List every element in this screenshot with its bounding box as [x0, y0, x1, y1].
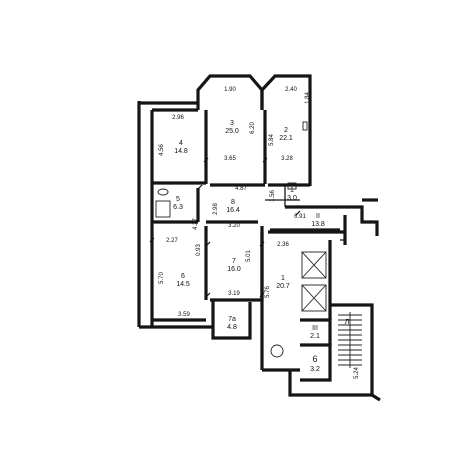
room-4-area: 14.8: [174, 148, 188, 155]
room-II-number: II: [316, 213, 320, 220]
room-III-number: III: [312, 325, 318, 332]
room-5-number: 5: [176, 196, 180, 203]
dim-1-84: 1.84: [305, 92, 311, 104]
dim-2-98: 2.98: [213, 203, 219, 215]
dim-5-84: 5.84: [269, 134, 275, 146]
wall-stair-box: [330, 303, 374, 395]
dim-3-20: 3.20: [228, 223, 240, 229]
room-1-small-number: 1: [290, 187, 294, 194]
elevator-cross-2: [301, 284, 327, 312]
dim-3-19: 3.19: [228, 291, 240, 297]
room-4-number: 4: [179, 140, 183, 147]
garbage-chute-icon: [270, 344, 284, 358]
room-2-number: 2: [284, 127, 288, 134]
elevator-cross-1: [301, 251, 327, 279]
wall-room6-small: [300, 343, 332, 382]
room-8-area: 16.4: [226, 207, 240, 214]
room-III-area: 2.1: [310, 333, 320, 340]
dim-4-87: 4.87: [235, 186, 247, 192]
sink-icon: [157, 188, 169, 196]
dim-3-59: 3.59: [178, 312, 190, 318]
dim-2-96: 2.96: [172, 115, 184, 121]
dim-2-36: 2.36: [277, 242, 289, 248]
dim-1-90: 1.90: [224, 87, 236, 93]
dim-6-91: 6.91: [294, 214, 306, 220]
elevator-shaft-2-icon: [301, 284, 327, 312]
window-marker-icon: [302, 121, 308, 131]
wall-III: [300, 318, 332, 345]
room-1-number: 1: [281, 275, 285, 282]
room-6-number: 6: [181, 273, 185, 280]
room-5-area: 6.3: [173, 204, 183, 211]
room-II-area: 13.8: [311, 221, 325, 228]
dim-3-28: 3.28: [281, 156, 293, 162]
dim-0-93: 0.93: [196, 244, 202, 256]
room-1-small-area: 3.0: [287, 195, 297, 202]
staircase: Л: [338, 312, 362, 368]
dim-5-70: 5.70: [159, 272, 165, 284]
room-6-small-area: 3.2: [310, 366, 320, 373]
dim-1-56: 1.56: [270, 190, 276, 202]
wall-bottom-6: [288, 370, 372, 397]
dimension-labels: 1.90 2.40 1.84 2.96 4.56 6.20 3.65 5.84 …: [159, 87, 360, 379]
room-3-area: 25.0: [225, 128, 239, 135]
room-7a-area: 4.8: [227, 324, 237, 331]
wall-II-top: [285, 205, 379, 236]
room-8-number: 8: [231, 199, 235, 206]
walls: [137, 74, 381, 402]
bay-window-room2: [260, 74, 312, 186]
wall-room7a: [211, 300, 252, 340]
room-7-number: 7: [232, 258, 236, 265]
room-1-area: 20.7: [276, 283, 290, 290]
dim-2-40: 2.40: [285, 87, 297, 93]
dim-4-56: 4.56: [159, 144, 165, 156]
room-labels: 3 25.0 2 22.1 4 14.8 5 6.3 8 16.4 1 3.0 …: [173, 120, 325, 373]
room-7-area: 16.0: [227, 266, 241, 273]
room-7a-number: 7a: [228, 316, 236, 323]
elevator-shaft-1-icon: [301, 251, 327, 279]
dim-2-27: 2.27: [166, 238, 178, 244]
room-6-area: 14.5: [176, 281, 190, 288]
small-box-icon: [287, 182, 297, 190]
stair-label: Л: [345, 319, 350, 326]
dimension-ticks: [149, 157, 301, 298]
bay-window-room3: [196, 74, 264, 110]
fixtures: [155, 121, 327, 358]
room-6-small-number: 6: [312, 354, 317, 364]
bathtub-icon: [155, 200, 171, 218]
wall-stub-right-bottom: [371, 393, 381, 402]
dim-6-20: 6.20: [250, 122, 256, 134]
dim-4-27: 4.27: [193, 218, 199, 230]
dim-3-65: 3.65: [224, 156, 236, 162]
room-3-number: 3: [230, 120, 234, 127]
dim-5-01: 5.01: [246, 250, 252, 262]
room-2-area: 22.1: [279, 135, 293, 142]
dim-5-76: 5.76: [265, 286, 271, 298]
dim-5-24: 5.24: [354, 367, 360, 379]
